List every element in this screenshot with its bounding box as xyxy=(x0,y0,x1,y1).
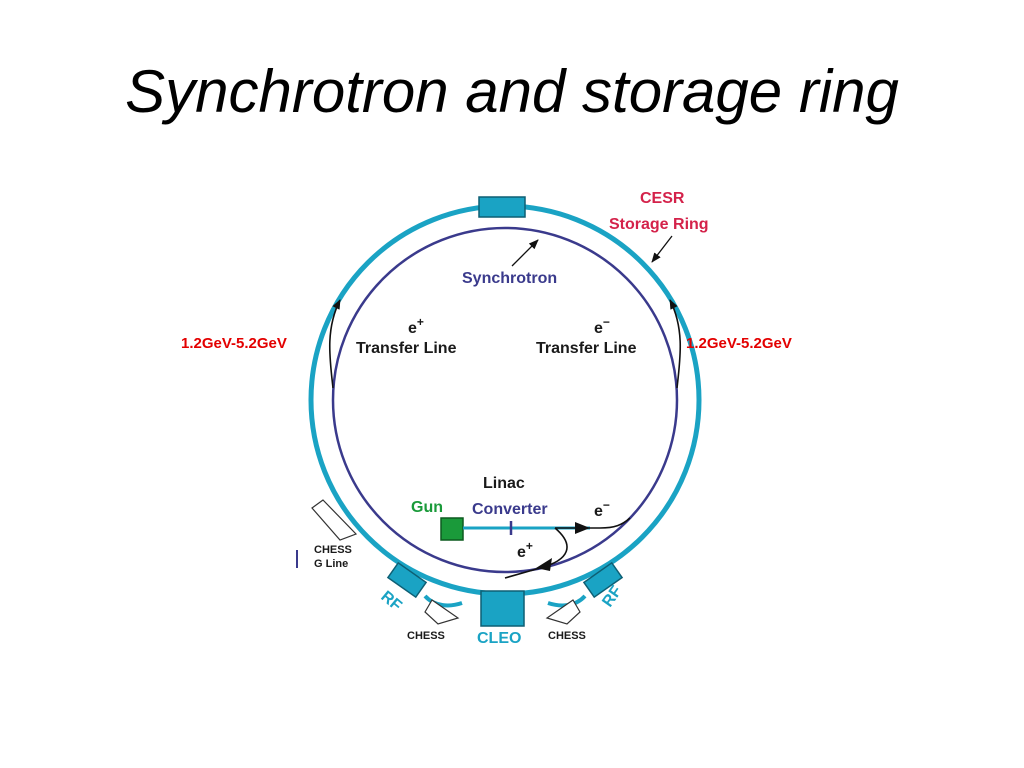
chess-g-line-label-1: CHESS xyxy=(314,544,352,556)
eminus-linac-arrowhead xyxy=(575,522,590,534)
eminus-linac-symbol: e− xyxy=(594,498,610,520)
synchrotron-ring xyxy=(331,226,679,574)
converter-label: Converter xyxy=(472,501,548,518)
eplus-transfer-line-path xyxy=(328,299,341,389)
cesr-pointer-arrow xyxy=(651,235,673,263)
eplus-linac-symbol: e+ xyxy=(517,539,533,561)
cesr-label: CESR xyxy=(640,190,685,207)
top-magnet-block xyxy=(478,196,526,218)
eminus-transfer-line-path xyxy=(669,299,682,389)
cleo-detector xyxy=(480,590,525,627)
cleo-label: CLEO xyxy=(477,630,521,647)
chess-left-label: CHESS xyxy=(407,630,445,642)
eminus-transfer-symbol: e− xyxy=(594,315,610,337)
bottom-inner-line-left xyxy=(423,594,463,608)
energy-label-left: 1.2GeV-5.2GeV xyxy=(181,335,287,352)
chess-g-line-label-2: G Line xyxy=(314,558,348,570)
eplus-transfer-symbol: e+ xyxy=(408,315,424,337)
slide-title: Synchrotron and storage ring xyxy=(125,58,899,125)
chess-left-beamline xyxy=(424,599,460,625)
chess-right-label: CHESS xyxy=(548,630,586,642)
eplus-transfer-label: Transfer Line xyxy=(356,340,457,357)
rf-cavity-left xyxy=(386,561,428,599)
linac-label: Linac xyxy=(483,475,525,492)
storage-ring xyxy=(308,203,702,597)
eminus-injection-path xyxy=(555,517,631,529)
gun-label: Gun xyxy=(411,499,443,516)
synchrotron-label: Synchrotron xyxy=(462,270,557,287)
energy-label-right: 1.2GeV-5.2GeV xyxy=(686,335,792,352)
synchrotron-pointer-arrow xyxy=(511,239,539,267)
eminus-transfer-label: Transfer Line xyxy=(536,340,637,357)
storage-ring-label: Storage Ring xyxy=(609,216,709,233)
rf-label-left: RF xyxy=(377,588,404,615)
chess-right-beamline xyxy=(545,599,581,625)
rf-cavity-right xyxy=(582,561,624,599)
gun-block xyxy=(440,517,464,541)
eplus-return-arrowhead xyxy=(536,558,552,571)
chess-g-line-beamline xyxy=(311,499,358,541)
